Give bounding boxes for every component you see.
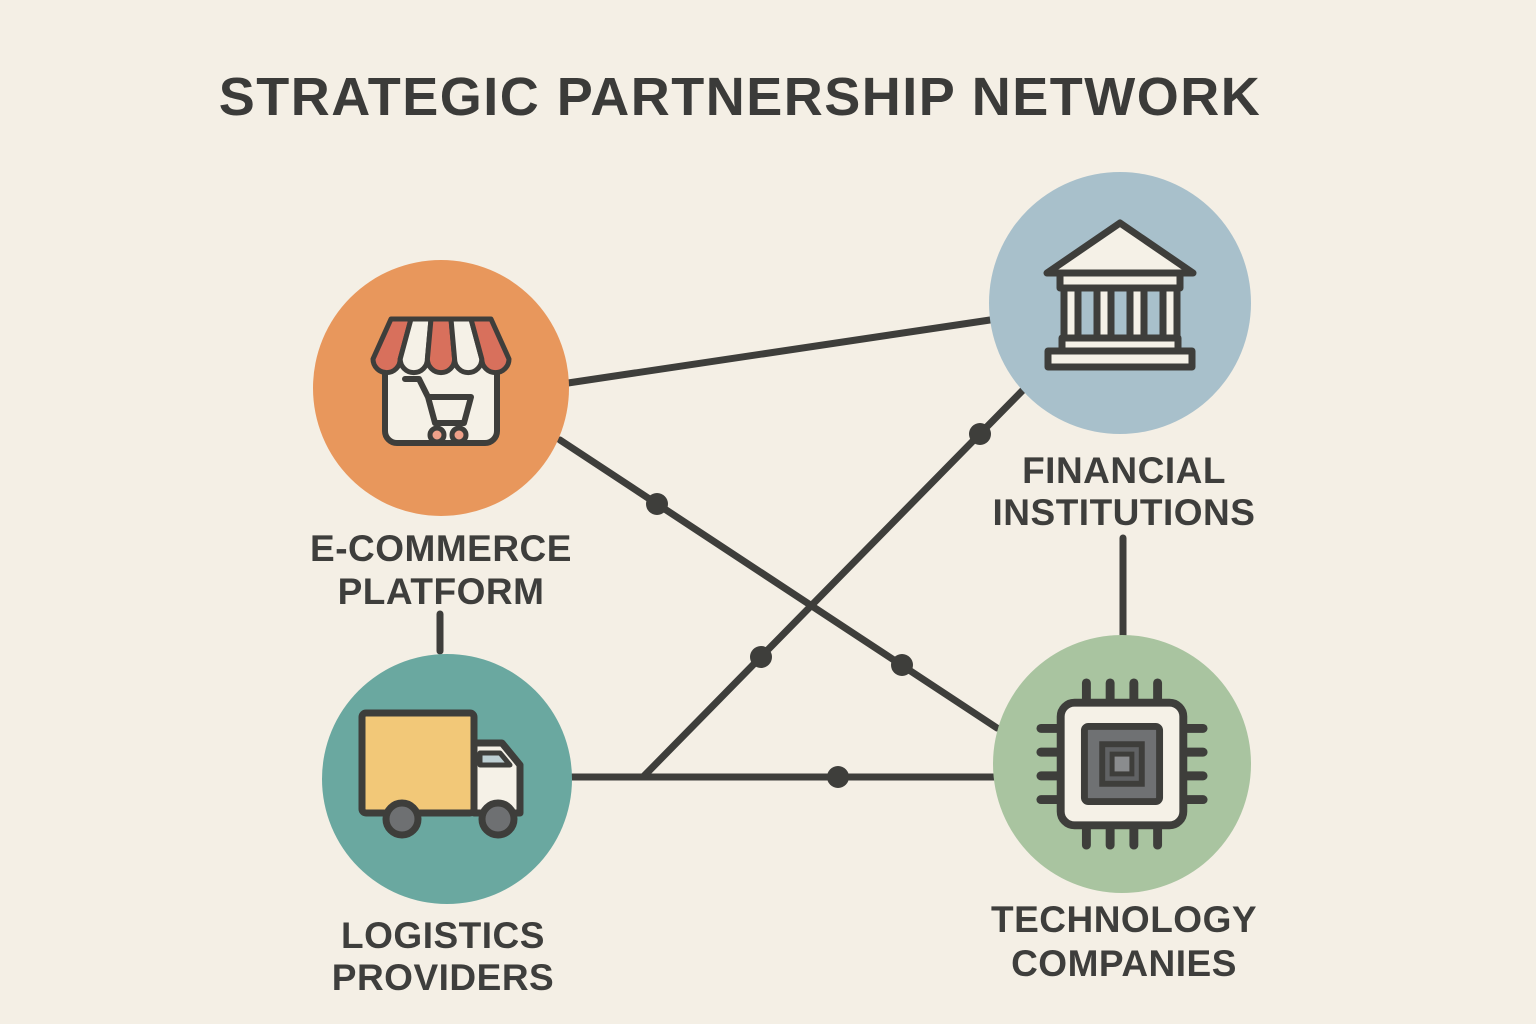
edge-dot — [969, 423, 991, 445]
edge-ecommerce-financial — [564, 316, 994, 387]
node-technology-companies — [993, 635, 1251, 893]
label-line: LOGISTICS — [341, 915, 545, 956]
label-line: INSTITUTIONS — [992, 492, 1256, 533]
label-line: PROVIDERS — [331, 957, 555, 998]
label-ecommerce-platform: E-COMMERCE PLATFORM — [221, 527, 661, 613]
label-line: COMPANIES — [1011, 943, 1237, 984]
edge-dot — [827, 766, 849, 788]
node-ecommerce-platform — [313, 260, 569, 516]
edge-logistics-financial — [639, 386, 1027, 781]
bank-icon — [1043, 219, 1197, 371]
label-line: TECHNOLOGY — [990, 899, 1258, 940]
microchip-icon — [1036, 678, 1208, 850]
edge-dot — [891, 654, 913, 676]
label-financial-institutions: FINANCIAL INSTITUTIONS — [904, 450, 1344, 534]
node-logistics-providers — [322, 654, 572, 904]
edge-dot — [750, 646, 772, 668]
label-line: FINANCIAL — [1022, 450, 1226, 491]
storefront-cart-icon — [370, 316, 512, 446]
edge-ecommerce-technology — [556, 436, 1001, 732]
delivery-truck-icon — [358, 709, 524, 839]
node-financial-institutions — [989, 172, 1251, 434]
label-logistics-providers: LOGISTICS PROVIDERS — [223, 915, 663, 999]
page-title: STRATEGIC PARTNERSHIP NETWORK — [218, 67, 1262, 127]
label-line: PLATFORM — [337, 571, 545, 612]
label-technology-companies: TECHNOLOGY COMPANIES — [904, 898, 1344, 986]
edge-dot — [646, 493, 668, 515]
label-line: E-COMMERCE — [310, 528, 572, 569]
